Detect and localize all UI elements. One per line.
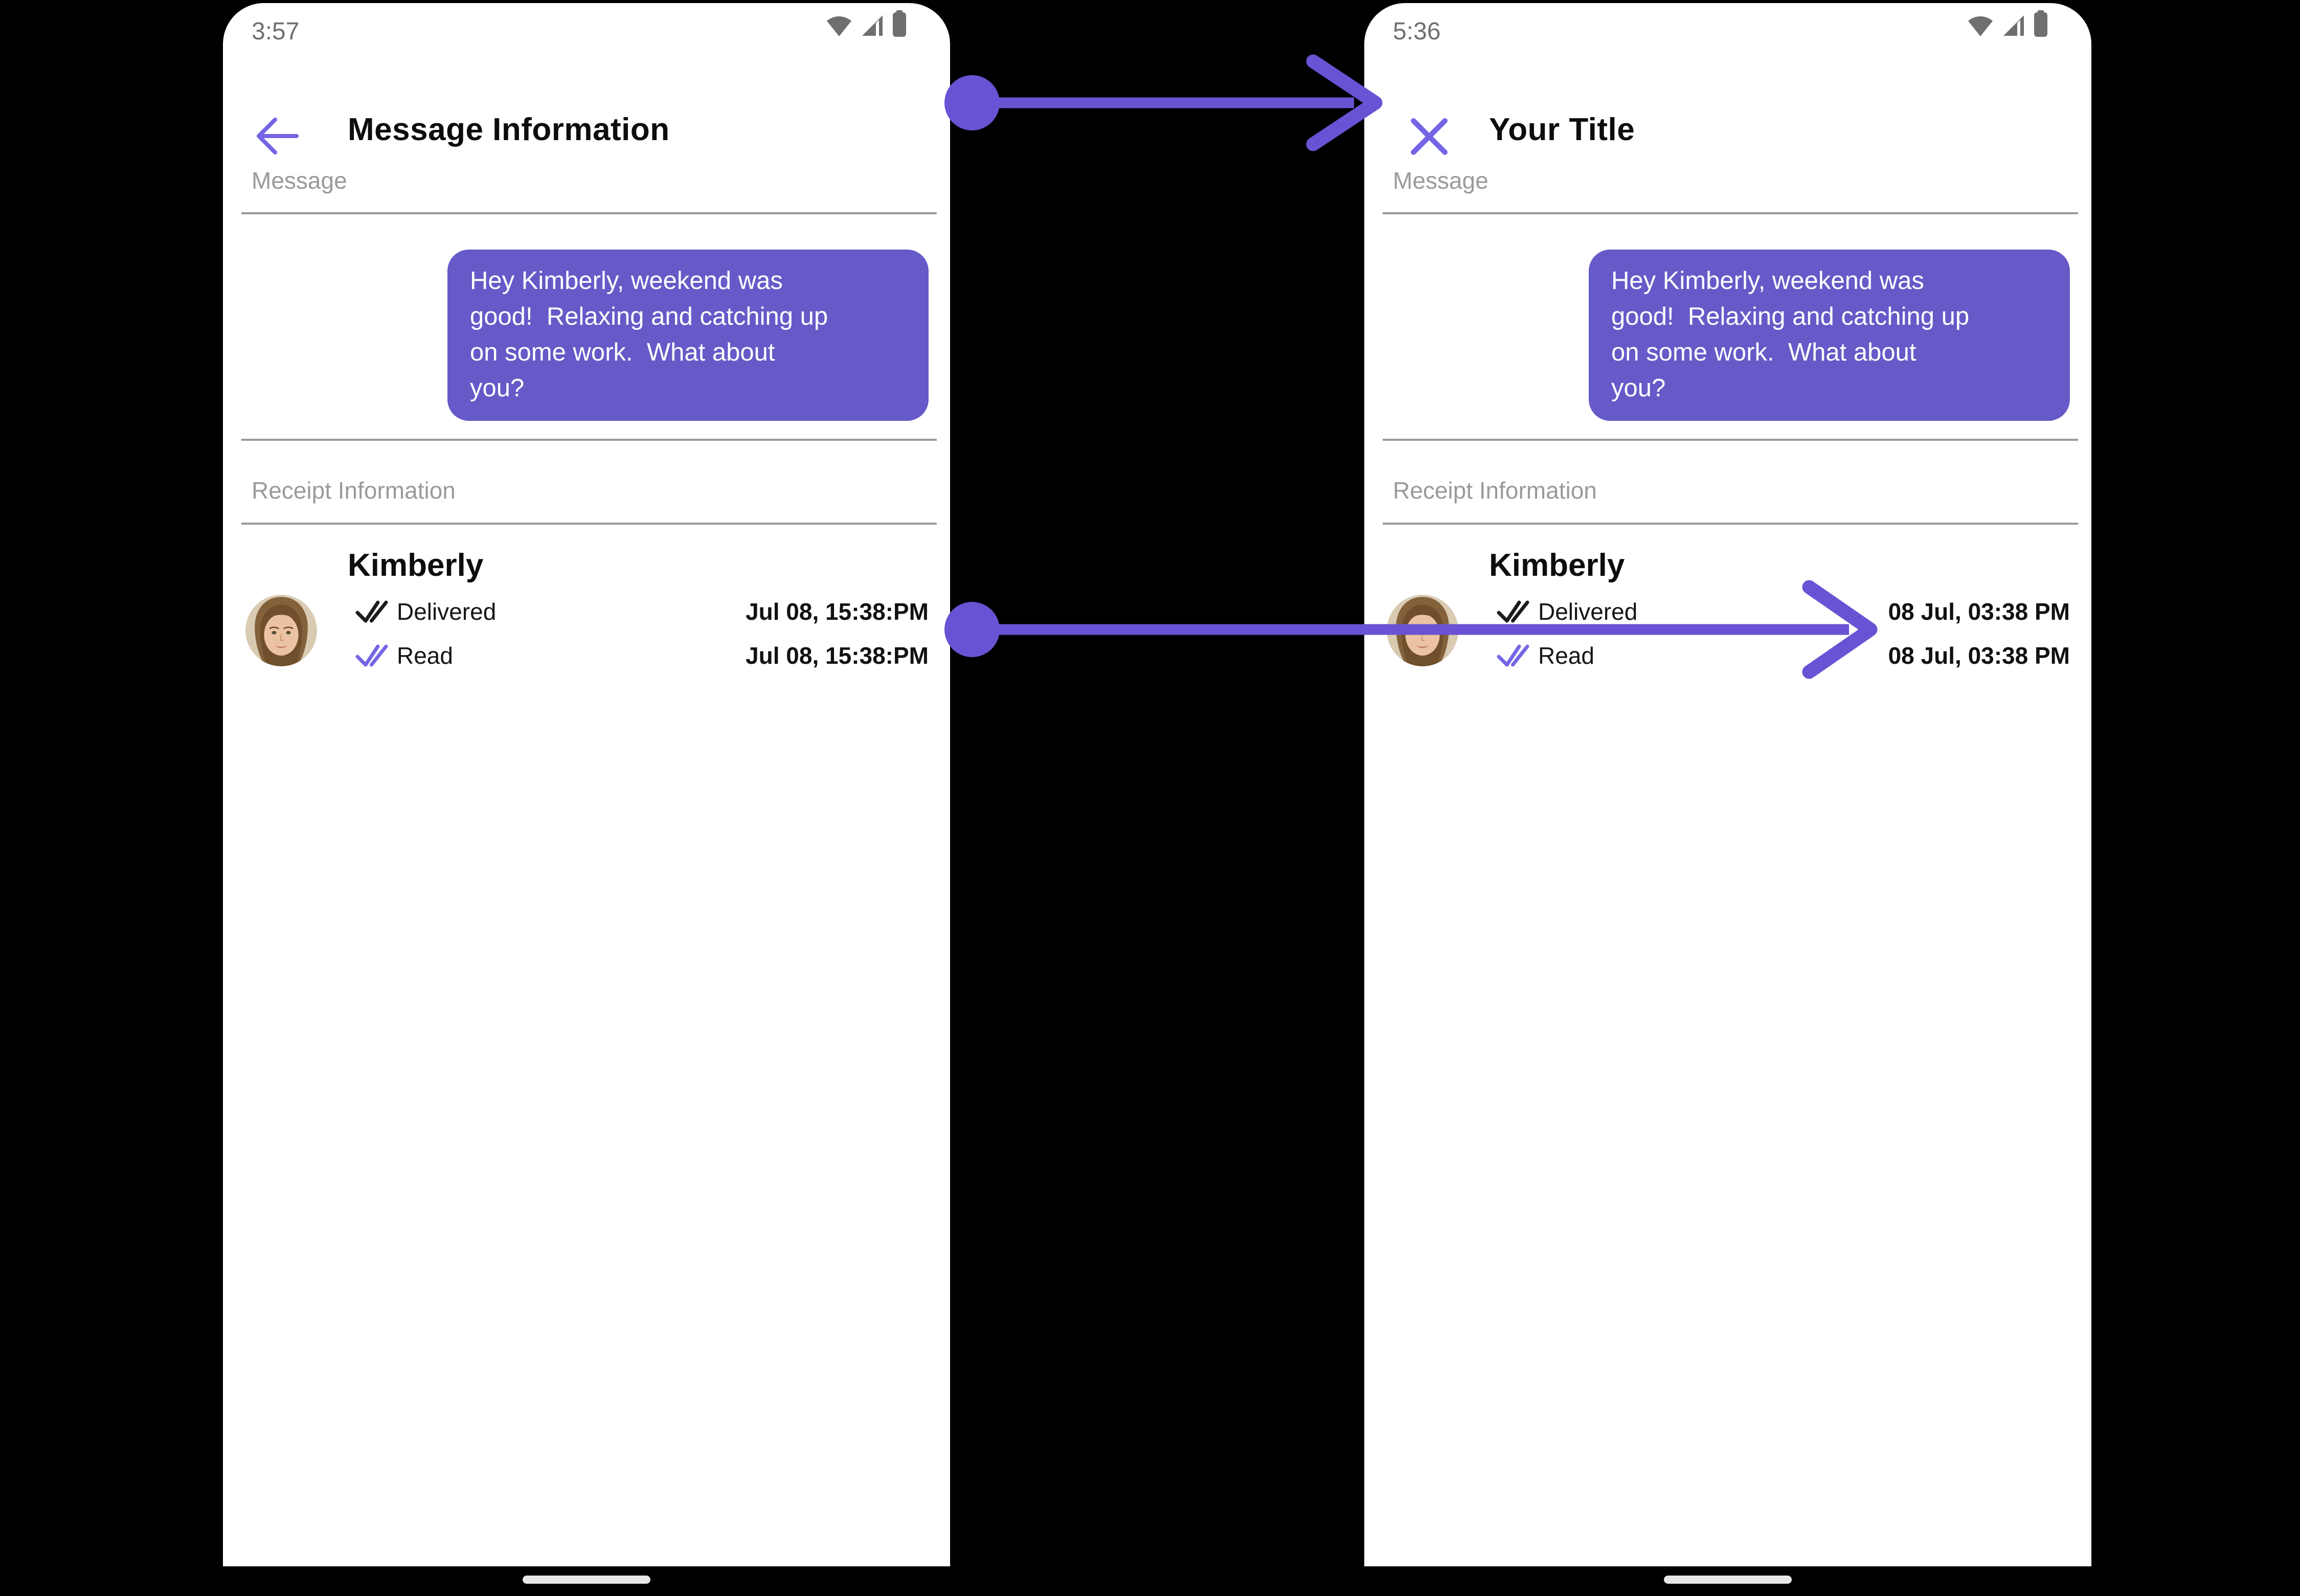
gesture-nav-strip xyxy=(1364,1566,2091,1592)
receipt-section-label: Receipt Information xyxy=(1393,477,1597,504)
receipt-row-delivered: Delivered Jul 08, 15:38:PM xyxy=(355,595,929,628)
receipt-row-delivered: Delivered 08 Jul, 03:38 PM xyxy=(1496,595,2070,628)
close-icon xyxy=(1408,116,1450,158)
back-arrow-icon xyxy=(253,111,302,161)
receipt-timestamp: 08 Jul, 03:38 PM xyxy=(1888,598,2070,625)
message-bubble: Hey Kimberly, weekend was good! Relaxing… xyxy=(1589,250,2070,421)
receipt-status-label: Read xyxy=(1538,642,1594,669)
receipt-timestamp: Jul 08, 15:38:PM xyxy=(746,598,929,625)
receipt-status-label: Delivered xyxy=(397,598,497,625)
home-indicator[interactable] xyxy=(523,1576,650,1584)
phone-right: 5:36 Your Title Message Hey Kimberly, we… xyxy=(1364,3,2091,1592)
status-time: 5:36 xyxy=(1393,18,1441,45)
divider xyxy=(1383,212,2078,214)
gesture-nav-strip xyxy=(223,1566,950,1592)
title-change-arrow xyxy=(944,54,1383,151)
receipt-timestamp: 08 Jul, 03:38 PM xyxy=(1888,642,2070,669)
divider xyxy=(1383,439,2078,441)
bubble-text-line: Hey Kimberly, weekend was xyxy=(470,267,783,295)
avatar xyxy=(1387,595,1458,666)
contact-name: Kimberly xyxy=(348,548,484,583)
phone-left: 3:57 Message Information Message Hey Kim… xyxy=(223,3,950,1592)
back-button[interactable] xyxy=(253,111,302,161)
wifi-icon xyxy=(825,13,853,37)
bubble-text-line: good! Relaxing and catching up xyxy=(1611,303,1970,330)
bubble-text-line: you? xyxy=(470,374,525,402)
battery-icon xyxy=(892,10,907,37)
battery-icon xyxy=(2033,10,2048,37)
status-icon-cluster xyxy=(825,10,907,37)
receipt-row-read: Read Jul 08, 15:38:PM xyxy=(355,639,929,672)
bubble-text-line: on some work. What about xyxy=(470,339,775,366)
home-indicator[interactable] xyxy=(1664,1576,1792,1584)
avatar xyxy=(245,595,317,666)
receipt-timestamp: Jul 08, 15:38:PM xyxy=(746,642,929,669)
right-screen: 5:36 Your Title Message Hey Kimberly, we… xyxy=(1364,3,2091,1566)
cellular-signal-icon xyxy=(2002,14,2025,37)
divider xyxy=(1383,523,2078,525)
divider xyxy=(241,439,937,441)
message-bubble: Hey Kimberly, weekend was good! Relaxing… xyxy=(447,250,929,421)
double-check-icon xyxy=(1496,598,1530,625)
cellular-signal-icon xyxy=(861,14,884,37)
receipt-status-label: Delivered xyxy=(1538,598,1638,625)
bubble-text-line: Hey Kimberly, weekend was xyxy=(1611,267,1924,295)
receipt-section-label: Receipt Information xyxy=(252,477,456,504)
divider xyxy=(241,212,937,214)
bubble-text-line: good! Relaxing and catching up xyxy=(470,303,828,330)
page-title: Message Information xyxy=(348,112,670,147)
divider xyxy=(241,523,937,525)
left-screen: 3:57 Message Information Message Hey Kim… xyxy=(223,3,950,1566)
message-section-label: Message xyxy=(252,167,347,194)
status-icon-cluster xyxy=(1967,10,2048,37)
wifi-icon xyxy=(1967,13,1994,37)
close-button[interactable] xyxy=(1408,116,1450,158)
message-section-label: Message xyxy=(1393,167,1489,194)
double-check-icon xyxy=(355,598,389,625)
bubble-text-line: you? xyxy=(1611,374,1666,402)
bubble-text-line: on some work. What about xyxy=(1611,339,1916,366)
contact-name: Kimberly xyxy=(1489,548,1625,583)
receipt-status-label: Read xyxy=(397,642,453,669)
double-check-icon xyxy=(1496,642,1530,669)
receipt-row-read: Read 08 Jul, 03:38 PM xyxy=(1496,639,2070,672)
status-time: 3:57 xyxy=(252,18,300,45)
page-title: Your Title xyxy=(1489,112,1635,147)
double-check-icon xyxy=(355,642,389,669)
